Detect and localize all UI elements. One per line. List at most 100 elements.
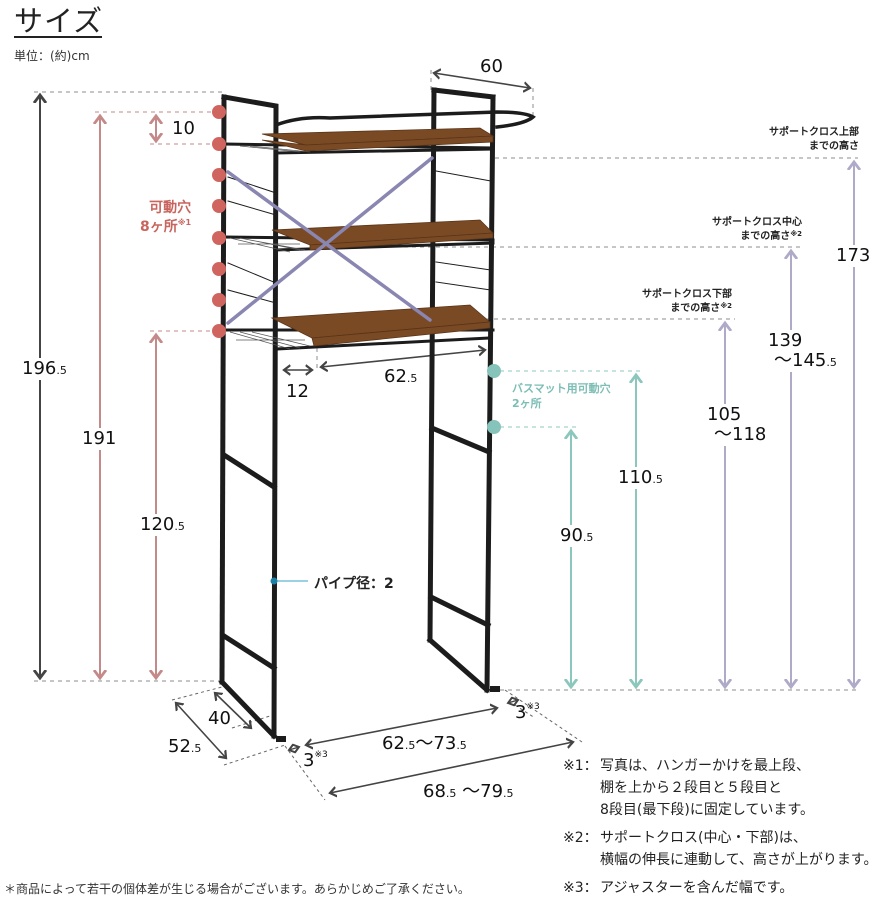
pipe-diameter-label: パイプ径：2 xyxy=(314,576,394,592)
bathmat-hole-markers xyxy=(487,364,501,434)
outer-depth-value: 52.5 xyxy=(168,738,201,756)
outer-width-value: 68.5 ～79.5 xyxy=(423,783,514,801)
support-lower-label-line2: までの高さ xyxy=(670,302,721,314)
support-lower-label-sup: ※2 xyxy=(720,301,732,310)
inner-depth-line xyxy=(215,693,251,728)
note-2-line-2: 横幅の伸長に連動して、高さが上がります。 xyxy=(600,852,878,868)
outer-width-a-main: 68 xyxy=(423,781,446,802)
support-top-line2: までの高さ xyxy=(809,140,859,152)
dashed-guides xyxy=(34,70,858,691)
total-height-sub: .5 xyxy=(56,364,67,377)
note-2: ※2： サポートクロス(中心・下部)は、 横幅の伸長に連動して、高さが上がります… xyxy=(563,827,877,871)
inner-width-a-main: 62 xyxy=(382,733,405,754)
red-dashed-guides xyxy=(95,111,218,332)
notes-block: ※1： 写真は、ハンガーかけを最上段、 棚を上から２段目と５段目と 8段目(最下… xyxy=(563,755,877,905)
support-center-line1: 139 xyxy=(768,330,803,351)
shelf-width-sub: .5 xyxy=(406,372,418,385)
title-underline xyxy=(14,36,102,38)
adjuster-left-main: 3 xyxy=(303,750,315,771)
note-1-line-2: 棚を上から２段目と５段目と xyxy=(600,780,782,796)
bathmat-upper-value: 110.5 xyxy=(618,467,663,489)
bathmat-lower-sub: .5 xyxy=(582,531,594,544)
shelf-width-main: 62 xyxy=(384,366,407,387)
support-center-value: 139～145.5 xyxy=(768,330,837,372)
bathmat-upper-sub: .5 xyxy=(652,473,663,486)
adjuster-left-value: 3※3 xyxy=(303,750,328,771)
top-width-value: 60 xyxy=(480,56,503,77)
note-3-key: ※3： xyxy=(563,880,598,896)
adjuster-right-main: 3 xyxy=(515,702,527,723)
note-1: ※1： 写真は、ハンガーかけを最上段、 棚を上から２段目と５段目と 8段目(最下… xyxy=(563,755,877,821)
inner-width-a-sub: .5 xyxy=(404,739,416,752)
shelf-width-value: 62.5 xyxy=(384,368,417,386)
note-3-line-1: アジャスターを含んだ幅です。 xyxy=(600,880,794,896)
inner-width-b-main: 73 xyxy=(433,733,457,754)
inner-width-sep: ～ xyxy=(415,733,434,754)
adjuster-left-sup: ※3 xyxy=(314,750,328,760)
support-center-line2-main: ～145 xyxy=(774,349,827,371)
support-lower-line2: ～118 xyxy=(714,423,767,445)
bottom-shelf-sub: .5 xyxy=(174,520,185,533)
hole-pitch-value: 10 xyxy=(172,118,195,139)
movable-holes-sup: ※1 xyxy=(177,217,192,227)
movable-holes-label: 可動穴 8ヶ所※1 xyxy=(140,199,191,237)
support-lower-value: 105～118 xyxy=(707,404,767,446)
note-2-line-1: サポートクロス(中心・下部)は、 xyxy=(600,830,807,846)
hanger-height-value: 191 xyxy=(82,428,117,450)
note-2-key: ※2： xyxy=(563,830,598,846)
support-center-line2-sub: .5 xyxy=(826,355,837,369)
bathmat-holes-line2: 2ヶ所 xyxy=(512,397,542,411)
movable-holes-line2: 8ヶ所 xyxy=(140,218,178,235)
adjuster-right-sup: ※3 xyxy=(526,702,540,712)
inner-width-b-sub: .5 xyxy=(456,739,467,752)
bottom-shelf-main: 120 xyxy=(140,514,175,535)
adjuster-left-line xyxy=(289,747,299,750)
wood-shelves xyxy=(261,127,495,347)
adjuster-right-value: 3※3 xyxy=(515,702,540,723)
support-top-value: 173 xyxy=(836,245,871,267)
outer-width-a-sub: .5 xyxy=(445,787,457,800)
total-height-value: 196.5 xyxy=(22,358,67,380)
rack-frame xyxy=(218,87,536,742)
outer-depth-sub: .5 xyxy=(190,742,202,755)
support-center-label-sup: ※2 xyxy=(790,229,802,238)
support-center-label-line1: サポートクロス中心 xyxy=(712,217,802,228)
note-1-key: ※1： xyxy=(563,758,598,774)
support-lower-label: サポートクロス下部 までの高さ※2 xyxy=(642,288,732,315)
disclaimer: ＊商品によって若干の個体差が生じる場合がございます。あらかじめご了承ください。 xyxy=(4,882,470,896)
wire-mesh xyxy=(229,145,311,350)
pipe-marker-dot xyxy=(270,577,278,585)
bathmat-lower-value: 90.5 xyxy=(560,525,594,547)
outer-width-sep: ～ xyxy=(456,781,481,802)
support-cross xyxy=(226,156,434,325)
top-width-line xyxy=(434,73,530,88)
outer-depth-line xyxy=(176,703,226,758)
shelf-offset-value: 12 xyxy=(286,381,309,402)
outer-width-b-sub: .5 xyxy=(503,787,514,800)
total-height-main: 196 xyxy=(22,358,57,379)
support-lower-line1: 105 xyxy=(707,404,742,425)
support-center-label-line2: までの高さ xyxy=(740,230,791,242)
inner-depth-value: 40 xyxy=(208,708,231,729)
bottom-shelf-height-value: 120.5 xyxy=(140,514,185,536)
inner-width-value: 62.5～73.5 xyxy=(382,735,467,753)
note-3: ※3： アジャスターを含んだ幅です。 xyxy=(563,877,877,899)
support-lower-label-line1: サポートクロス下部 xyxy=(642,289,732,300)
bathmat-upper-main: 110 xyxy=(618,467,653,488)
outer-width-line xyxy=(330,742,573,793)
movable-holes-line1: 可動穴 xyxy=(149,200,192,216)
note-1-line-3: 8段目(最下段)に固定しています。 xyxy=(600,802,815,818)
shelf-width-line xyxy=(321,350,485,367)
movable-hole-markers xyxy=(212,105,226,338)
bathmat-holes-label: バスマット用可動穴 2ヶ所 xyxy=(512,381,611,412)
support-center-label: サポートクロス中心 までの高さ※2 xyxy=(712,216,802,243)
bathmat-holes-line1: バスマット用可動穴 xyxy=(512,382,611,395)
teal-dashed-guides xyxy=(500,370,643,428)
unit-label: 単位：(約)cm xyxy=(14,49,90,63)
outer-depth-main: 52 xyxy=(168,736,191,757)
adjuster-right-line xyxy=(508,700,518,703)
note-1-line-1: 写真は、ハンガーかけを最上段、 xyxy=(600,758,810,774)
outer-width-b-main: 79 xyxy=(480,781,504,802)
bathmat-lower-main: 90 xyxy=(560,525,583,546)
